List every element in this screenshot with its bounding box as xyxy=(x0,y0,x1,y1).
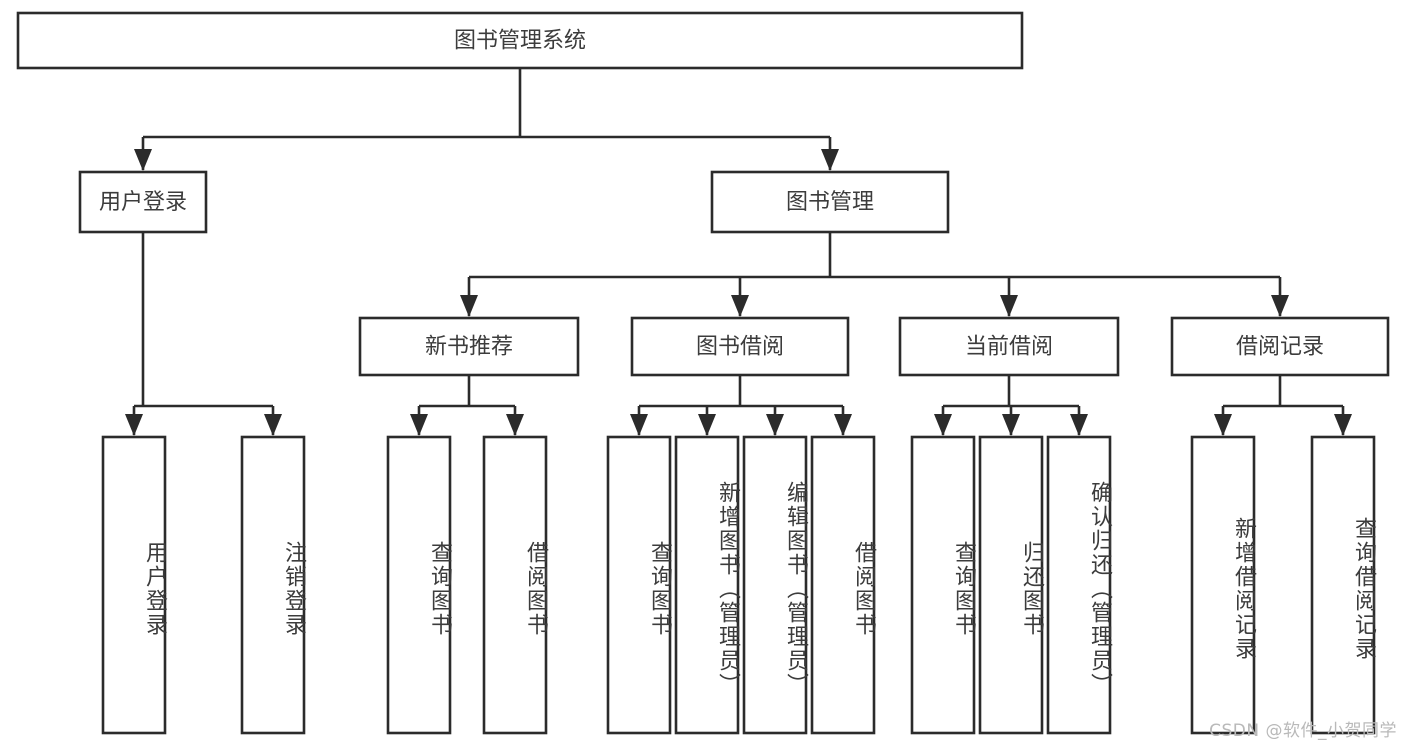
node-leaf-confirm-return-admin-rect xyxy=(1046,435,1112,735)
node-leaf-logout-login-rect xyxy=(240,435,306,735)
node-book-manage-rect xyxy=(710,170,950,234)
node-leaf-confirm-return-admin[interactable] xyxy=(1046,435,1112,735)
node-leaf-query-book-rec[interactable] xyxy=(386,435,452,735)
arrowhead-to-user-login xyxy=(134,149,152,171)
node-leaf-return-book[interactable] xyxy=(978,435,1044,735)
node-new-book-recommend[interactable] xyxy=(358,316,580,377)
node-current-borrow-rect xyxy=(898,316,1120,377)
node-book-borrow[interactable] xyxy=(630,316,850,377)
arrowhead-to-borrow-record xyxy=(1271,295,1289,317)
node-user-login-rect xyxy=(78,170,208,234)
arrowhead-to-leaf-return-book xyxy=(1002,414,1020,436)
arrowhead-to-leaf-query-book-cur xyxy=(934,414,952,436)
arrowhead-to-leaf-borrow-book-bor xyxy=(834,414,852,436)
node-book-manage-label: 图书管理 xyxy=(786,190,874,215)
node-borrow-record-label: 借阅记录 xyxy=(1236,335,1324,360)
node-user-login[interactable] xyxy=(78,170,208,234)
arrowhead-to-book-borrow xyxy=(731,295,749,317)
node-leaf-logout-login[interactable] xyxy=(240,435,306,735)
arrowhead-to-leaf-query-borrow-record xyxy=(1334,414,1352,436)
node-borrow-record[interactable] xyxy=(1170,316,1390,377)
arrowhead-to-leaf-add-borrow-record xyxy=(1214,414,1232,436)
arrowhead-to-book-manage xyxy=(821,149,839,171)
node-book-borrow-label: 图书借阅 xyxy=(696,335,784,360)
node-leaf-user-login-rect xyxy=(101,435,167,735)
node-book-borrow-rect xyxy=(630,316,850,377)
arrowhead-to-leaf-logout-login xyxy=(264,414,282,436)
node-leaf-borrow-book-rec[interactable] xyxy=(482,435,548,735)
node-leaf-query-borrow-record[interactable] xyxy=(1310,435,1376,735)
node-current-borrow[interactable] xyxy=(898,316,1120,377)
connectors-layer xyxy=(125,68,1352,436)
node-leaf-borrow-book-rec-rect xyxy=(482,435,548,735)
node-leaf-borrow-book-bor[interactable] xyxy=(810,435,876,735)
node-borrow-record-rect xyxy=(1170,316,1390,377)
node-leaf-user-login[interactable] xyxy=(101,435,167,735)
node-leaf-add-book-admin[interactable] xyxy=(674,435,740,735)
node-leaf-borrow-book-bor-rect xyxy=(810,435,876,735)
node-leaf-edit-book-admin-rect xyxy=(742,435,808,735)
node-current-borrow-label: 当前借阅 xyxy=(965,335,1053,360)
node-new-book-recommend-rect xyxy=(358,316,580,377)
node-root[interactable] xyxy=(16,11,1024,70)
arrowhead-to-leaf-add-book-admin xyxy=(698,414,716,436)
arrowhead-to-leaf-query-book-bor xyxy=(630,414,648,436)
node-root-rect xyxy=(16,11,1024,70)
arrowhead-to-leaf-edit-book-admin xyxy=(766,414,784,436)
node-root-label: 图书管理系统 xyxy=(454,29,586,54)
node-book-manage[interactable] xyxy=(710,170,950,234)
node-leaf-add-borrow-record-rect xyxy=(1190,435,1256,735)
node-leaf-query-borrow-record-rect xyxy=(1310,435,1376,735)
node-leaf-return-book-rect xyxy=(978,435,1044,735)
watermark-text: CSDN @软件_小贺同学 xyxy=(1209,721,1397,741)
arrowhead-to-leaf-user-login xyxy=(125,414,143,436)
node-leaf-query-book-rec-rect xyxy=(386,435,452,735)
node-leaf-query-book-bor[interactable] xyxy=(606,435,672,735)
node-new-book-recommend-label: 新书推荐 xyxy=(425,335,513,360)
arrowhead-to-current-borrow xyxy=(1000,295,1018,317)
node-leaf-query-book-cur-rect xyxy=(910,435,976,735)
arrowhead-to-new-book-recommend xyxy=(460,295,478,317)
arrowhead-to-leaf-confirm-return-admin xyxy=(1070,414,1088,436)
arrowhead-to-leaf-query-book-rec xyxy=(410,414,428,436)
node-leaf-query-book-bor-rect xyxy=(606,435,672,735)
node-leaf-query-book-cur[interactable] xyxy=(910,435,976,735)
arrowhead-to-leaf-borrow-book-rec xyxy=(506,414,524,436)
node-user-login-label: 用户登录 xyxy=(99,190,187,215)
node-leaf-add-borrow-record[interactable] xyxy=(1190,435,1256,735)
node-leaf-add-book-admin-rect xyxy=(674,435,740,735)
node-leaf-edit-book-admin[interactable] xyxy=(742,435,808,735)
